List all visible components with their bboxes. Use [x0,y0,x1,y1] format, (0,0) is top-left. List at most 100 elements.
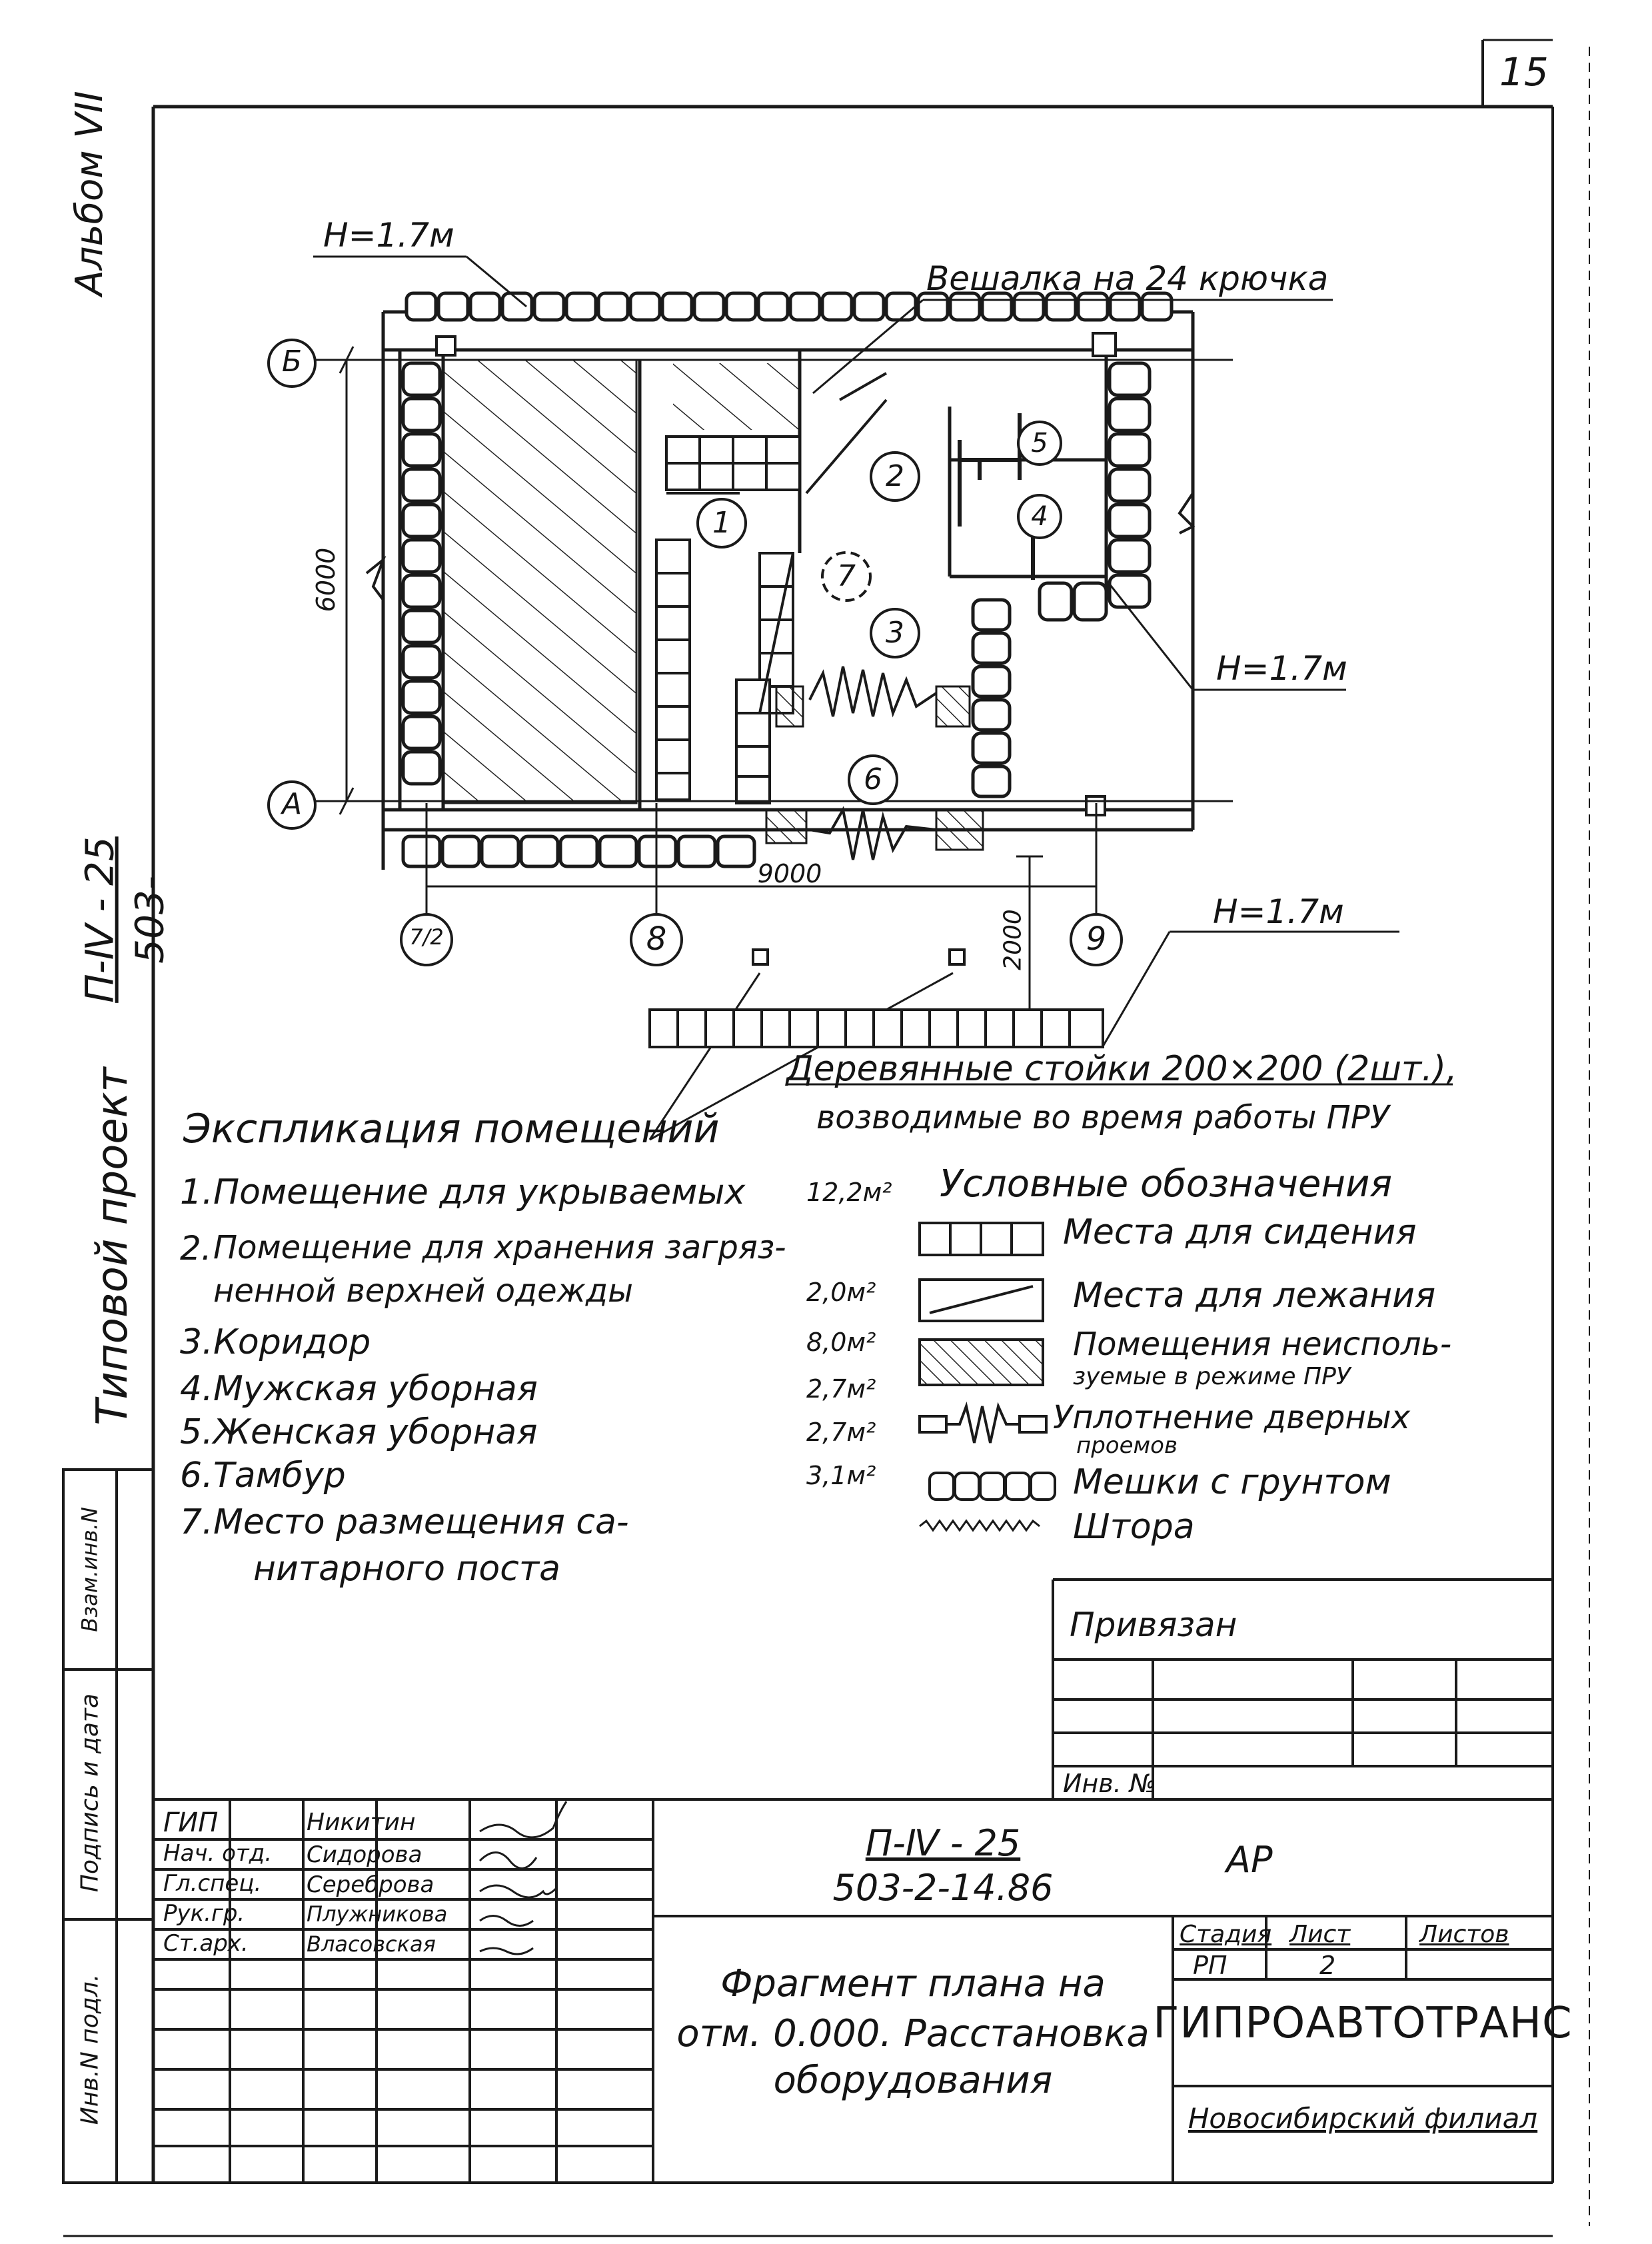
door-seals [808,666,938,860]
code-line2: 503-2-14.86 [832,1867,1054,1909]
explication-5-no: 5. [180,1412,213,1452]
drawing-title-2: отм. 0.000. Расстановка [676,2012,1150,2055]
signatures [478,1801,568,1955]
explication-2-name-2: ненной верхней одежды [213,1272,633,1310]
hanger-note: Вешалка на 24 крючка [926,259,1329,298]
legend-title: Условные обозначения [940,1162,1393,1206]
room-circles [696,421,1062,805]
sheet-value: 2 [1319,1951,1336,1980]
section-label: АР [1226,1839,1273,1881]
name-2: Сереброва [307,1871,434,1898]
explication-3-name: Коридор [213,1322,371,1362]
unused-room-hatch [442,359,638,804]
explication-2-name-1: Помещение для хранения загряз- [213,1229,786,1266]
axis-bubbles [267,339,1123,966]
legend-bags-label: Мешки с грунтом [1073,1462,1391,1502]
explication-3-area: 8,0м² [806,1328,876,1357]
role-3: Рук.гр. [163,1900,245,1927]
title-block-grid [153,1578,1553,2183]
side-project-label: Типовой проект [88,1067,138,1426]
h-label-right-bottom: H=1.7м [1213,892,1344,931]
room-number-2: 2 [886,459,904,493]
side-project-code-top: П-Ⅳ - 25 [77,836,123,1003]
side-stamp-sign: Подпись и дата [76,1693,104,1893]
seat-benches [655,435,801,804]
explication-1-name: Помещение для укрываемых [213,1172,746,1212]
explication-7-name-2: нитарного поста [253,1549,560,1589]
explication-5-area: 2,7м² [806,1418,876,1447]
legend-bed-label: Места для лежания [1073,1276,1436,1316]
explication-4-no: 4. [180,1369,213,1409]
explication-title: Экспликация помещений [183,1106,720,1152]
room-number-1: 1 [712,506,731,540]
stage-label: Стадия [1180,1921,1272,1948]
axis-9-label: 9 [1086,920,1107,958]
wall-posts [435,332,1117,816]
axis-a-label: А [281,787,303,821]
role-1: Нач. отд. [163,1840,273,1867]
explication-7-name-1: Место размещения са- [213,1502,629,1542]
sandbags-right [971,361,1152,798]
explication-1-no: 1. [180,1172,213,1212]
sheets-label: Листов [1419,1921,1509,1948]
sheet-label: Лист [1289,1921,1351,1948]
floor-plan [267,255,1453,1141]
axis-b-label: Б [281,345,303,379]
legend-hatch-label-2: зуемые в режиме ПРУ [1073,1363,1351,1390]
stage-value: РП [1193,1951,1228,1980]
explication-5-name: Женская уборная [213,1412,538,1452]
posts-note-line2: возводимые во время работы ПРУ [816,1099,1389,1136]
posts-note-line1: Деревянные стойки 200×200 (2шт.), [786,1049,1457,1089]
dim-width: 9000 [757,859,822,888]
explication-2-no: 2. [180,1229,212,1268]
legend-curtain-label: Штора [1073,1507,1195,1547]
sandbags-bottom [401,834,756,868]
drawing-title-3: оборудования [773,2059,1053,2102]
explication-7-no: 7. [180,1502,213,1542]
room-number-7: 7 [837,559,856,593]
explication-3-no: 3. [180,1322,213,1362]
name-1: Сидорова [307,1841,422,1868]
room-number-5: 5 [1031,428,1048,459]
legend-symbols [918,1222,1056,1532]
h-label-right-mid: H=1.7м [1216,649,1347,688]
organization: ГИПРОАВТОТРАНС [1153,1999,1573,2048]
side-stamp-replace: Взам.инв.N [77,1507,103,1632]
explication-4-area: 2,7м² [806,1374,876,1404]
legend-symbol-curtain [919,1519,1040,1532]
explication-6-area: 3,1м² [806,1461,876,1490]
privyazan-label: Привязан [1070,1606,1238,1644]
legend-seal-label-2: проемов [1076,1432,1178,1459]
legend-seat-label: Места для сидения [1063,1212,1417,1252]
inv-label: Инв. № [1063,1769,1156,1798]
explication-6-no: 6. [180,1456,213,1496]
code-line1: П-Ⅳ - 25 [865,1822,1021,1864]
unused-room-hatch-small [673,363,800,430]
role-0: ГИП [163,1807,219,1838]
explication-2-area: 2,0м² [806,1278,876,1307]
dim-offset: 2000 [999,909,1027,970]
name-0: Никитин [307,1809,416,1836]
legend-seal-label-1: Уплотнение дверных [1053,1399,1411,1436]
sandbags-left [401,361,442,786]
break-lines [365,492,1196,601]
wooden-posts [752,948,966,966]
legend-symbol-hatch [918,1338,1044,1386]
axis-72-label: 7/2 [409,924,444,950]
legend-symbol-seal [946,1401,1020,1444]
legend-symbol-bags [928,1472,1056,1501]
side-stamp-inv: Инв.N подл. [76,1973,104,2125]
side-stamp-frame [62,1468,155,2184]
axis-8-label: 8 [646,920,667,958]
room-number-4: 4 [1031,501,1048,532]
album-label: Альбом VII [67,91,111,296]
role-2: Гл.спец. [163,1870,262,1897]
sheet-number: 15 [1499,49,1549,95]
name-4: Власовская [307,1931,436,1957]
explication-1-area: 12,2м² [806,1178,892,1207]
leader-lines [313,255,1453,1141]
drawing-title-1: Фрагмент плана на [720,1962,1106,2005]
legend-hatch-label-1: Помещения неисполь- [1073,1326,1452,1363]
room-number-6: 6 [864,762,882,796]
